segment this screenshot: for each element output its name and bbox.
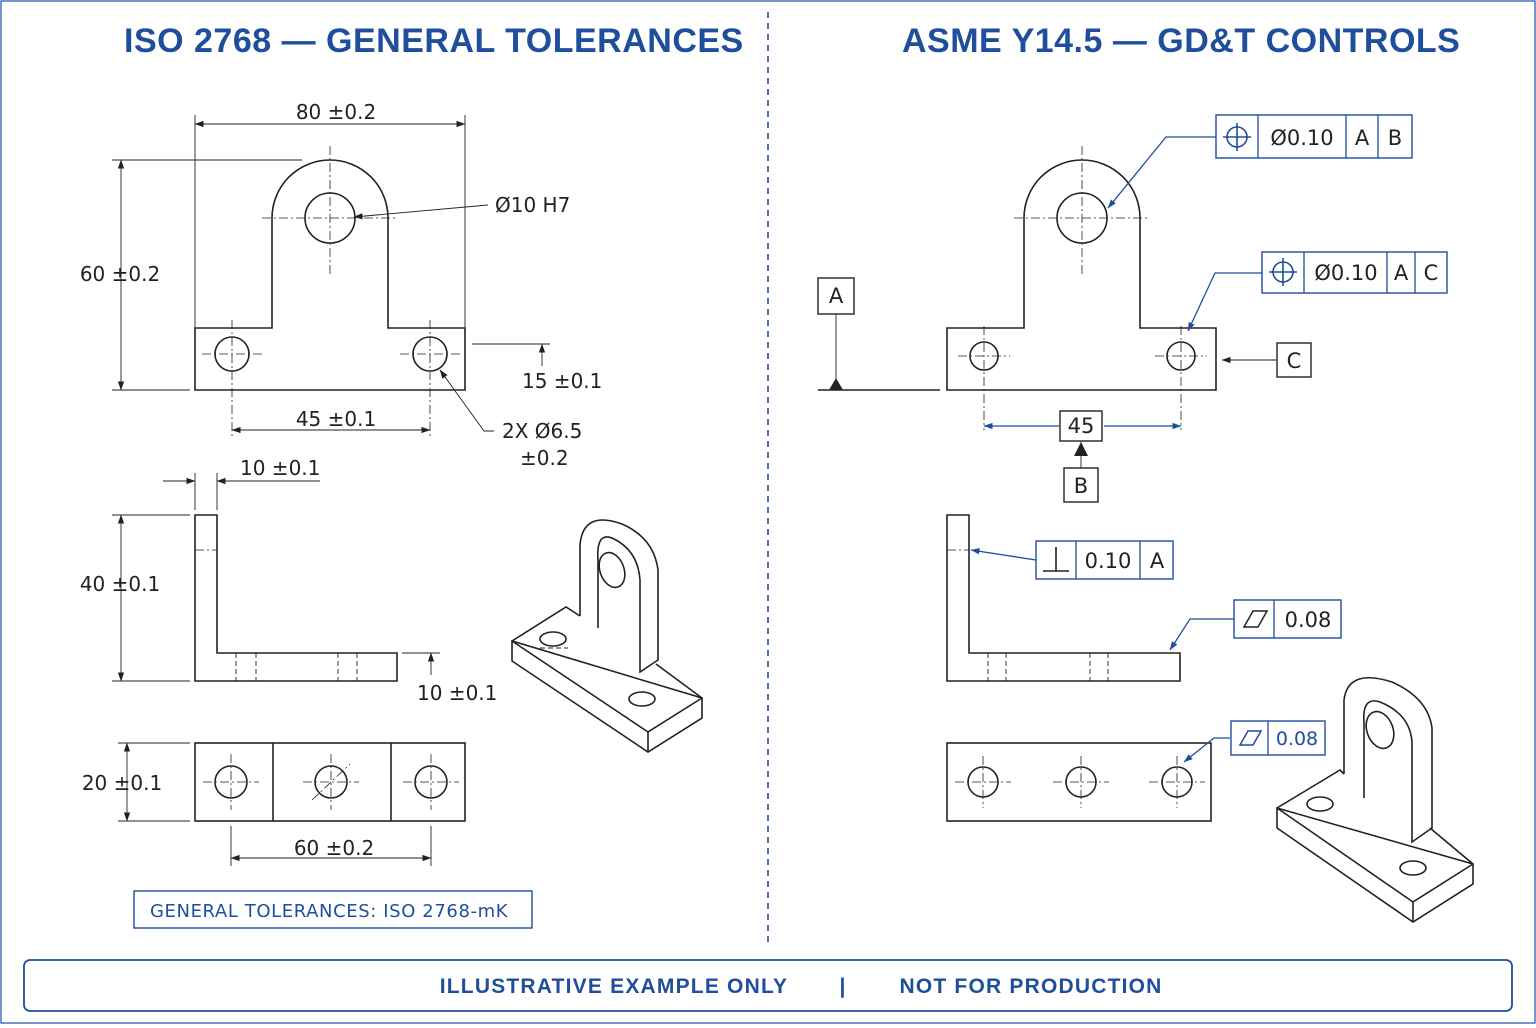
footer-left-text: ILLUSTRATIVE EXAMPLE ONLY [440,975,789,998]
right-front-view [818,136,1277,468]
web-thickness-dim-text: 10 ±0.1 [240,456,320,480]
left-bottom-view [118,742,466,866]
side-base-dim-text: 10 ±0.1 [417,681,497,705]
right-side-view [946,514,1234,682]
right-panel-title: ASME Y14.5 — GD&T CONTROLS [902,22,1461,60]
datum-a-box [817,277,855,315]
hole-callout-line1: 2X Ø6.5 [502,419,582,443]
fcf-flatness-bottom [1230,720,1326,756]
perpendicularity-icon [1043,547,1069,572]
fcf-perpendicularity [1035,540,1174,580]
basic-dim-box [1059,410,1103,442]
left-front-view [112,115,550,436]
left-isometric-view [511,519,703,753]
datum-b-label: B [1074,474,1088,498]
height-dim-text: 60 ±0.2 [80,262,160,286]
fcf-holes-position [1261,251,1448,294]
depth-dim-text: 20 ±0.1 [82,771,162,795]
base-thickness-dim-text: 15 ±0.1 [522,369,602,393]
flatness-icon [1238,730,1263,746]
left-side-view [112,473,440,682]
fcf-holes-tolerance: Ø0.10 [1314,261,1377,285]
right-isometric-view [1276,676,1474,923]
left-panel-title: ISO 2768 — GENERAL TOLERANCES [124,22,744,60]
general-tolerance-box [133,890,533,929]
hole-spacing-dim-text: 45 ±0.1 [296,407,376,431]
fcf-flatness-side [1233,599,1342,639]
datum-c-label: C [1287,349,1302,373]
fcf-flatness-bottom-tolerance: 0.08 [1276,728,1318,750]
fcf-bore-datum1: A [1355,126,1370,150]
fcf-flatness-side-tolerance: 0.08 [1285,608,1332,632]
datum-a-label: A [829,284,844,308]
fcf-perpendicularity-tolerance: 0.10 [1085,549,1132,573]
footer-separator: | [839,975,846,998]
basic-dim-text: 45 [1068,414,1095,438]
fcf-holes-datum1: A [1394,261,1409,285]
footer-banner [23,959,1513,1012]
fcf-bore-datum2: B [1388,126,1402,150]
fcf-bore-tolerance: Ø0.10 [1270,126,1333,150]
footer-right-text: NOT FOR PRODUCTION [899,975,1162,998]
bottom-spacing-dim-text: 60 ±0.2 [294,836,374,860]
bore-callout-text: Ø10 H7 [495,193,570,217]
general-tolerance-text: GENERAL TOLERANCES: ISO 2768-mK [150,901,509,922]
datum-b-box [1063,467,1099,503]
right-bottom-view [946,737,1230,822]
hole-callout-line2: ±0.2 [520,446,569,470]
flatness-icon [1242,610,1269,628]
position-icon [1223,123,1251,151]
fcf-bore-position [1215,114,1413,159]
side-height-dim-text: 40 ±0.1 [80,572,160,596]
width-dim-text: 80 ±0.2 [296,100,376,124]
fcf-holes-datum2: C [1424,261,1439,285]
position-icon [1269,258,1297,286]
fcf-perpendicularity-datum: A [1150,549,1165,573]
datum-c-box [1276,342,1312,378]
